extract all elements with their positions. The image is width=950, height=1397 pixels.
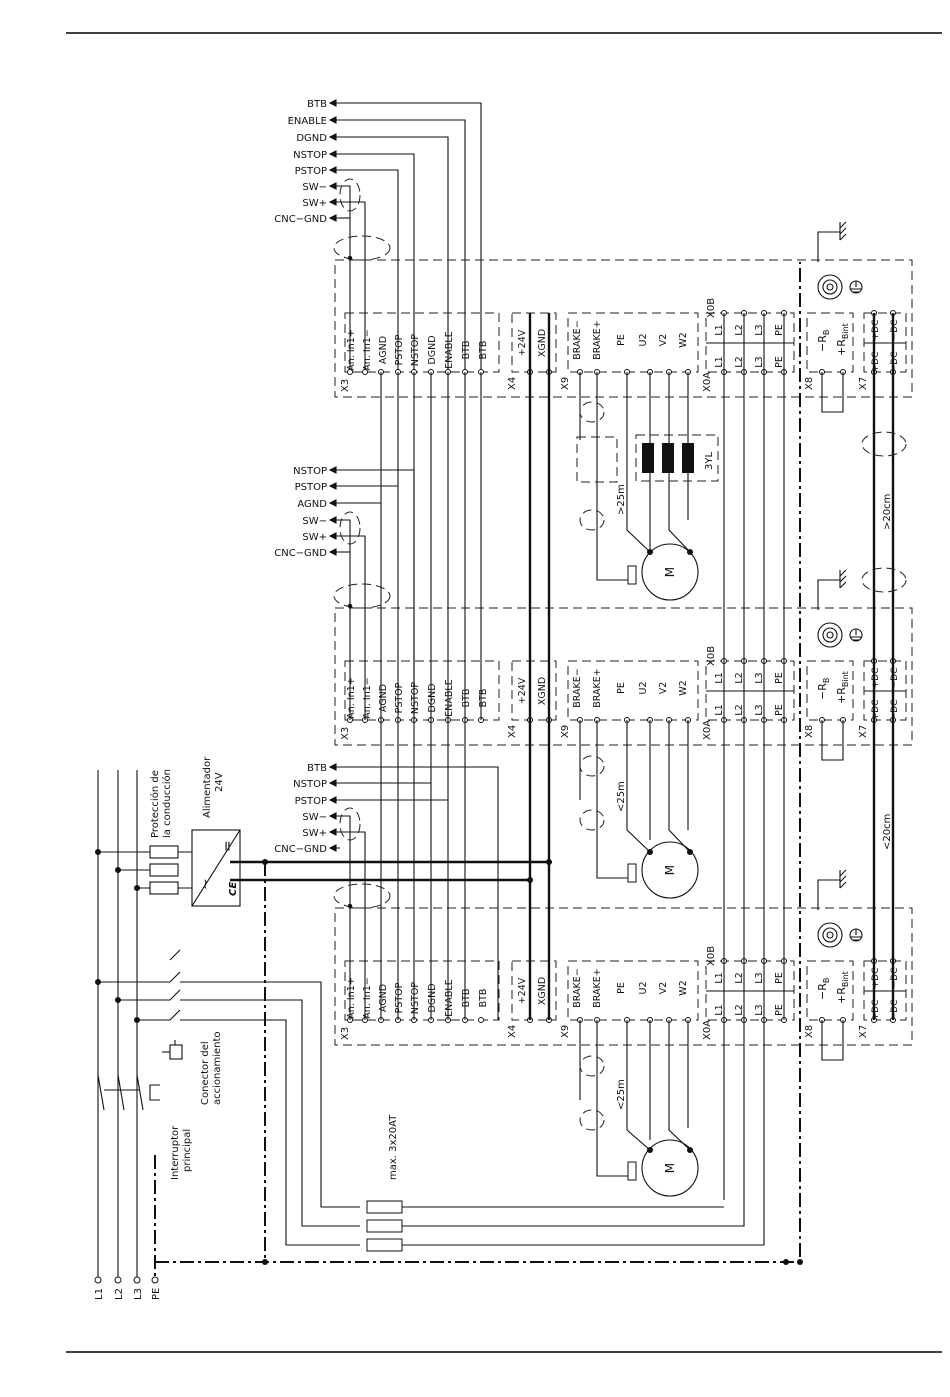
bot-input-label: SW+: [302, 828, 327, 839]
x7-pin: −DC: [890, 352, 900, 373]
motor-label: M: [663, 865, 677, 875]
x9-pin: V2: [658, 334, 669, 347]
x3-pin: An. In1+: [346, 329, 357, 370]
motor-1: M 3YL >25m: [576, 372, 719, 601]
top-input-label: NSTOP: [293, 150, 327, 161]
x0a-pin: PE: [774, 356, 785, 368]
line-protection-label: Protección de: [149, 770, 161, 838]
bot-input-label: PSTOP: [295, 796, 327, 807]
x7-pin: +DC: [871, 320, 881, 341]
cable-distance: <25m: [616, 1079, 627, 1110]
x3-pin: BTB: [461, 341, 472, 360]
x3-label: X3: [340, 379, 351, 392]
x9-pin: BRAKE−: [572, 320, 583, 359]
mid-input-label: NSTOP: [293, 466, 327, 477]
x3-pin: ENABLE: [444, 331, 455, 368]
x4-pin: XGND: [537, 329, 548, 357]
mains-label-l1: L1: [94, 1288, 105, 1300]
bot-input-group: BTB NSTOP PSTOP SW− SW+ CNC−GND: [274, 763, 499, 1020]
mid-input-label: SW+: [302, 532, 327, 543]
main-switch-label: Interruptor: [170, 1125, 181, 1180]
x3-pin: DGND: [427, 335, 438, 364]
top-input-group: BTB ENABLE DGND NSTOP PSTOP SW− SW+ CNC−…: [274, 99, 482, 372]
x7-pin: +DC: [871, 352, 881, 373]
motor-2: M <25m: [579, 720, 699, 899]
mid-input-label: AGND: [297, 499, 327, 510]
x8-rb-minus: −RB: [816, 330, 831, 352]
mains-section: L1 L2 L3 PE Interruptor principal Conect…: [94, 262, 803, 1300]
x9-pin: U2: [638, 334, 649, 347]
x7-pin: −DC: [890, 320, 900, 341]
drive-bottom: [334, 869, 913, 1061]
top-input-label: SW+: [302, 198, 327, 209]
bot-input-label: BTB: [307, 763, 327, 774]
x0a-pin: L3: [754, 356, 765, 367]
fuse-label: max. 3x20AT: [388, 1114, 399, 1180]
x0a-pin: L1: [714, 356, 725, 367]
x3-pin: PSTOP: [394, 334, 405, 365]
x7-label: X7: [858, 377, 869, 390]
x4-pin: +24V: [517, 329, 528, 356]
x9-pin: W2: [678, 332, 689, 347]
cable-distance: <25m: [616, 781, 627, 812]
top-input-label: BTB: [307, 99, 327, 110]
top-input-label: DGND: [296, 133, 327, 144]
x0b-pin: PE: [774, 324, 785, 336]
top-input-label: ENABLE: [288, 116, 327, 127]
mid-input-label: CNC−GND: [274, 548, 327, 559]
main-switch-label: principal: [182, 1129, 193, 1172]
mains-label-l2: L2: [114, 1288, 125, 1300]
x9-pin: PE: [616, 334, 627, 346]
choke-label: 3YL: [704, 452, 715, 470]
x0b-pin: L2: [734, 324, 745, 335]
x3-pin: BTB: [478, 341, 489, 360]
mid-input-label: PSTOP: [295, 482, 327, 493]
cable-distance: >25m: [616, 484, 627, 515]
drive-top: X3 An. In1+ An. In1− AGND PSTOP NSTOP DG…: [334, 221, 913, 413]
x3-pin: AGND: [378, 336, 389, 364]
top-input-label: SW−: [302, 182, 327, 193]
contactor-label: Conector del: [200, 1041, 211, 1105]
top-input-label: CNC−GND: [274, 214, 327, 225]
motor-label: M: [663, 1163, 677, 1173]
contactor-label: accionamiento: [212, 1031, 223, 1105]
x3-pin: NSTOP: [410, 334, 421, 366]
psu-title: Alimentador: [202, 756, 213, 818]
x4-label: X4: [507, 377, 518, 390]
motor-label: M: [663, 567, 677, 577]
x3-pin: An. In1−: [362, 329, 373, 370]
x8-rb-plus: +RBint: [835, 323, 850, 356]
mid-input-group: NSTOP PSTOP AGND SW− SW+ CNC−GND: [274, 466, 415, 720]
bot-input-label: NSTOP: [293, 779, 327, 790]
bot-input-label: SW−: [302, 812, 327, 823]
x0a-label: X0A: [702, 372, 713, 392]
x0a-pin: L2: [734, 356, 745, 367]
x8-label: X8: [804, 377, 815, 390]
x0b-pin: L1: [714, 324, 725, 335]
x9-label: X9: [560, 377, 571, 390]
drive-middle: [334, 569, 913, 761]
psu-voltage: 24V: [214, 772, 225, 792]
x9-pin: BRAKE+: [592, 320, 603, 359]
psu-ce: CE: [228, 882, 239, 896]
mains-label-pe: PE: [151, 1288, 162, 1300]
dc-distance-gt20: >20cm: [882, 494, 893, 530]
motor-3: M <25m: [579, 1020, 699, 1197]
x0b-label: X0B: [706, 298, 717, 318]
line-protection-label: la conducción: [161, 769, 173, 838]
bot-input-label: CNC−GND: [274, 844, 327, 855]
x0b-pin: L3: [754, 324, 765, 335]
psu-dc: =: [220, 840, 236, 852]
dc-distance-lt20: <20cm: [882, 814, 893, 850]
mains-label-l3: L3: [133, 1288, 144, 1300]
top-input-label: PSTOP: [295, 166, 327, 177]
psu-ac: ~: [198, 878, 214, 890]
mid-input-label: SW−: [302, 516, 327, 527]
